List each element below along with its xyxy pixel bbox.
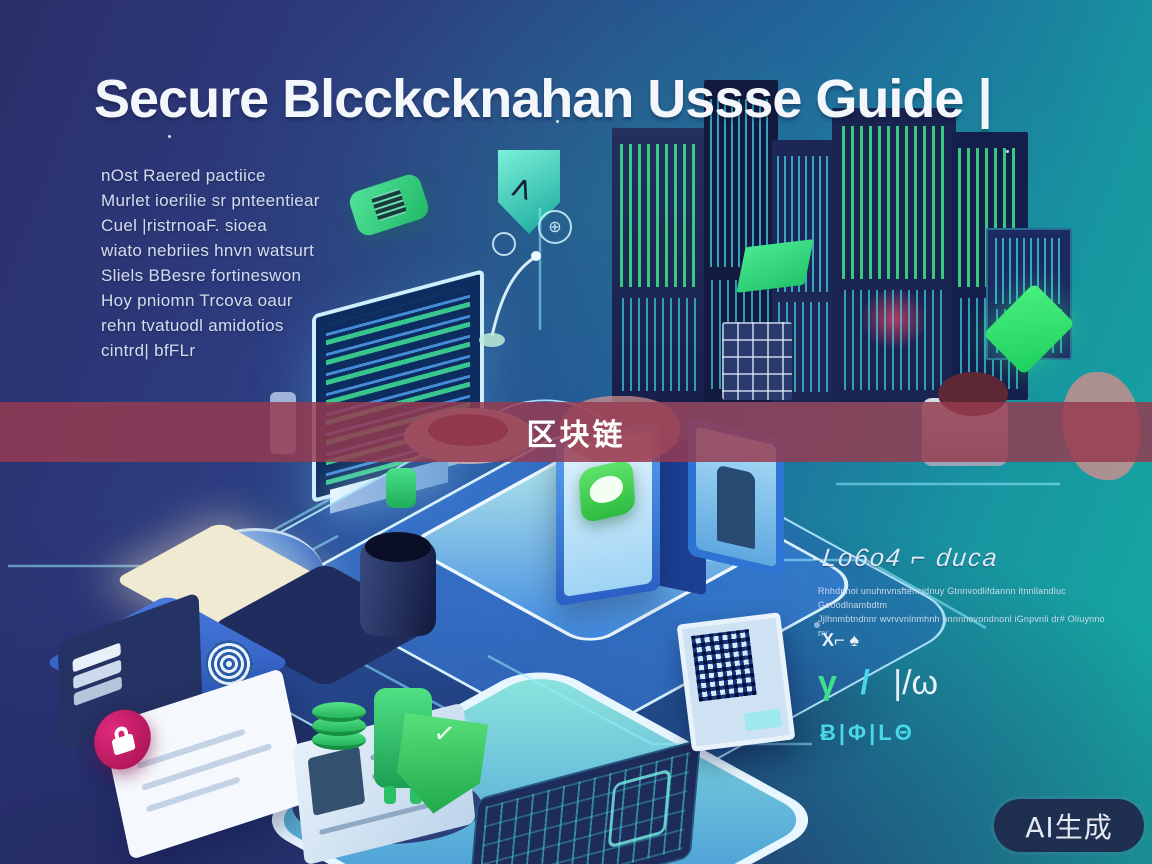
check-glyph: ✓ (431, 716, 458, 750)
qr-chip (743, 708, 782, 732)
ai-generated-watermark: AI生成 (994, 799, 1144, 852)
green-cylinder (386, 468, 416, 508)
intro-paragraph: nOst Raered pactiice Murlet ioerilie sr … (101, 163, 320, 363)
symbol-cyan: / (860, 664, 870, 702)
coin-stack (312, 702, 366, 722)
tray-bars (72, 642, 121, 673)
banner-text: 区块链 (526, 418, 626, 453)
document-icon (370, 188, 408, 222)
intro-line: Sliels BBesre fortineswon (101, 266, 302, 285)
note-headline: -Lo6o4 ⌐ duca (810, 544, 1001, 572)
intro-line: wiato nebriies hnvn watsurt (101, 241, 315, 260)
note-line: Rhhdnnoi unuhnvnsftencidnuy Gtnnvodlifda… (818, 586, 1066, 610)
symbol-green: γ (818, 664, 837, 702)
symbol-row-1: X⌐ ♠ (822, 630, 860, 650)
symbol-white: |/ω (893, 664, 939, 702)
text-line (141, 743, 272, 791)
street-lamp (490, 256, 535, 337)
globe-icon: ⊕ (538, 210, 572, 244)
intro-line: Murlet ioerilie sr pnteentiear (101, 191, 320, 210)
id-photo (307, 745, 366, 817)
red-glow (860, 288, 928, 350)
dark-cylinder (360, 532, 436, 636)
qr-code (691, 629, 757, 702)
light-dot (255, 115, 258, 118)
chat-face-glyph (588, 472, 624, 506)
skyscraper (832, 108, 956, 402)
figure-silhouette (716, 464, 756, 550)
light-dot (556, 120, 559, 123)
shield-glyph: ⋀ (510, 175, 534, 202)
page-title: Secure Blcckcknahan Ussse Guide | (94, 69, 993, 129)
light-dot (168, 135, 171, 138)
intro-line: Cuel |ristrnoaF. sioea (101, 216, 267, 235)
title-banner: 区块链 (0, 402, 1152, 462)
node-circle-icon (492, 232, 516, 256)
document-badge-icon (346, 171, 432, 239)
intro-line: Hoy pniomn Trcova oaur (101, 291, 293, 310)
green-roof (736, 239, 814, 293)
skyscraper (612, 128, 710, 402)
text-line (137, 728, 246, 770)
intro-line: rehn tvatuodl amidotios (101, 316, 284, 335)
intro-line: cintrd| bfFLr (101, 341, 196, 360)
light-dot (1006, 150, 1009, 153)
symbol-row-3: Ƀ|Φ|LΘ (820, 720, 915, 745)
chip-frame (608, 768, 671, 849)
intro-line: nOst Raered pactiice (101, 166, 266, 185)
note-small-text: Rhhdnnoi unuhnvnsftencidnuy Gtnnvodlifda… (818, 584, 1108, 640)
watermark-text: AI生成 (1025, 810, 1113, 844)
note-line: Jjlhnmbtndnnr wvrvvnlnmhnh onnnnovondnon… (818, 614, 1105, 638)
qr-code-card (676, 612, 796, 752)
symbol-row-2: γ / |/ω (818, 664, 938, 703)
window-grid-building (722, 322, 792, 400)
